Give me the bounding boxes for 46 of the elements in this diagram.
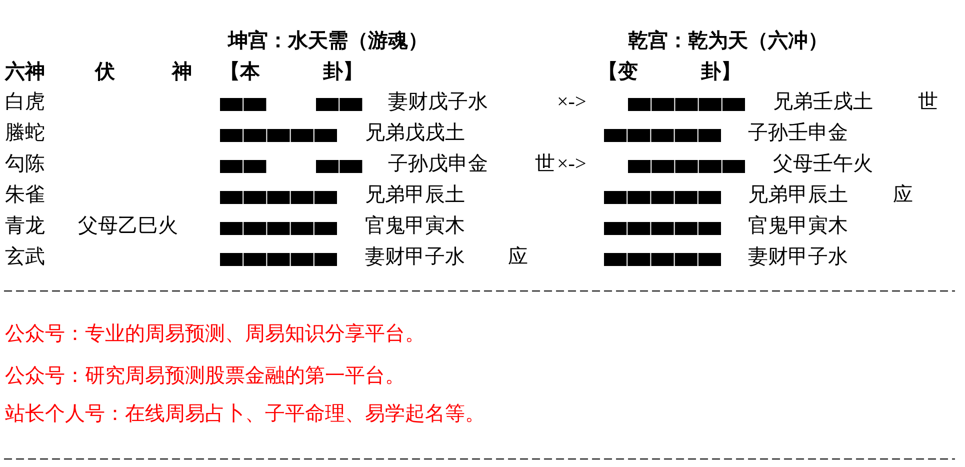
change-mark: ×-> <box>557 90 586 114</box>
line-text: 父母壬午火 <box>773 152 873 176</box>
hidden-spirit-text: 父母乙巳火 <box>78 214 178 238</box>
position-marker: 应 <box>893 183 913 207</box>
spirit-name: 勾陈 <box>5 152 45 176</box>
promo-note: 站长个人号：在线周易占卜、子平命理、易学起名等。 <box>5 402 485 426</box>
position-marker: 应 <box>508 245 528 269</box>
column-header: 【变 卦】 <box>598 60 741 84</box>
hexagram-title: 坤宫：水天需（游魂） <box>228 29 428 53</box>
line-text: 兄弟甲辰土 <box>748 183 848 207</box>
change-mark: ×-> <box>557 152 586 176</box>
yang-line <box>220 129 338 142</box>
yang-line <box>604 191 722 204</box>
line-text: 妻财戊子水 <box>388 90 488 114</box>
line-text: 兄弟甲辰土 <box>365 183 465 207</box>
line-text: 子孙壬申金 <box>748 121 848 145</box>
yang-line <box>628 98 746 111</box>
yang-line <box>604 129 722 142</box>
spirit-name: 青龙 <box>5 214 45 238</box>
yin-line <box>220 98 362 111</box>
column-header: 【本 卦】 <box>220 60 363 84</box>
line-text: 官鬼甲寅木 <box>365 214 465 238</box>
line-text: 官鬼甲寅木 <box>748 214 848 238</box>
promo-note: 公众号：专业的周易预测、周易知识分享平台。 <box>5 322 425 346</box>
line-text: 子孙戊申金 <box>388 152 488 176</box>
position-marker: 世 <box>918 90 938 114</box>
yin-line <box>220 160 362 173</box>
spirit-name: 白虎 <box>5 90 45 114</box>
yang-line <box>628 160 746 173</box>
line-text: 妻财甲子水 <box>748 245 848 269</box>
line-text: 兄弟戊戌土 <box>365 121 465 145</box>
position-marker: 世 <box>535 152 555 176</box>
yang-line <box>604 222 722 235</box>
line-text: 兄弟壬戌土 <box>773 90 873 114</box>
hexagram-title: 乾宫：乾为天（六冲） <box>628 29 828 53</box>
line-text: 妻财甲子水 <box>365 245 465 269</box>
yang-line <box>220 191 338 204</box>
spirit-name: 朱雀 <box>5 183 45 207</box>
yang-line <box>220 222 338 235</box>
spirit-name: 玄武 <box>5 245 45 269</box>
column-header: 六神 <box>5 60 45 84</box>
yang-line <box>604 253 722 266</box>
promo-note: 公众号：研究周易预测股票金融的第一平台。 <box>5 364 405 388</box>
spirit-name: 螣蛇 <box>5 121 45 145</box>
column-header: 伏 神 <box>95 60 192 84</box>
yang-line <box>220 253 338 266</box>
